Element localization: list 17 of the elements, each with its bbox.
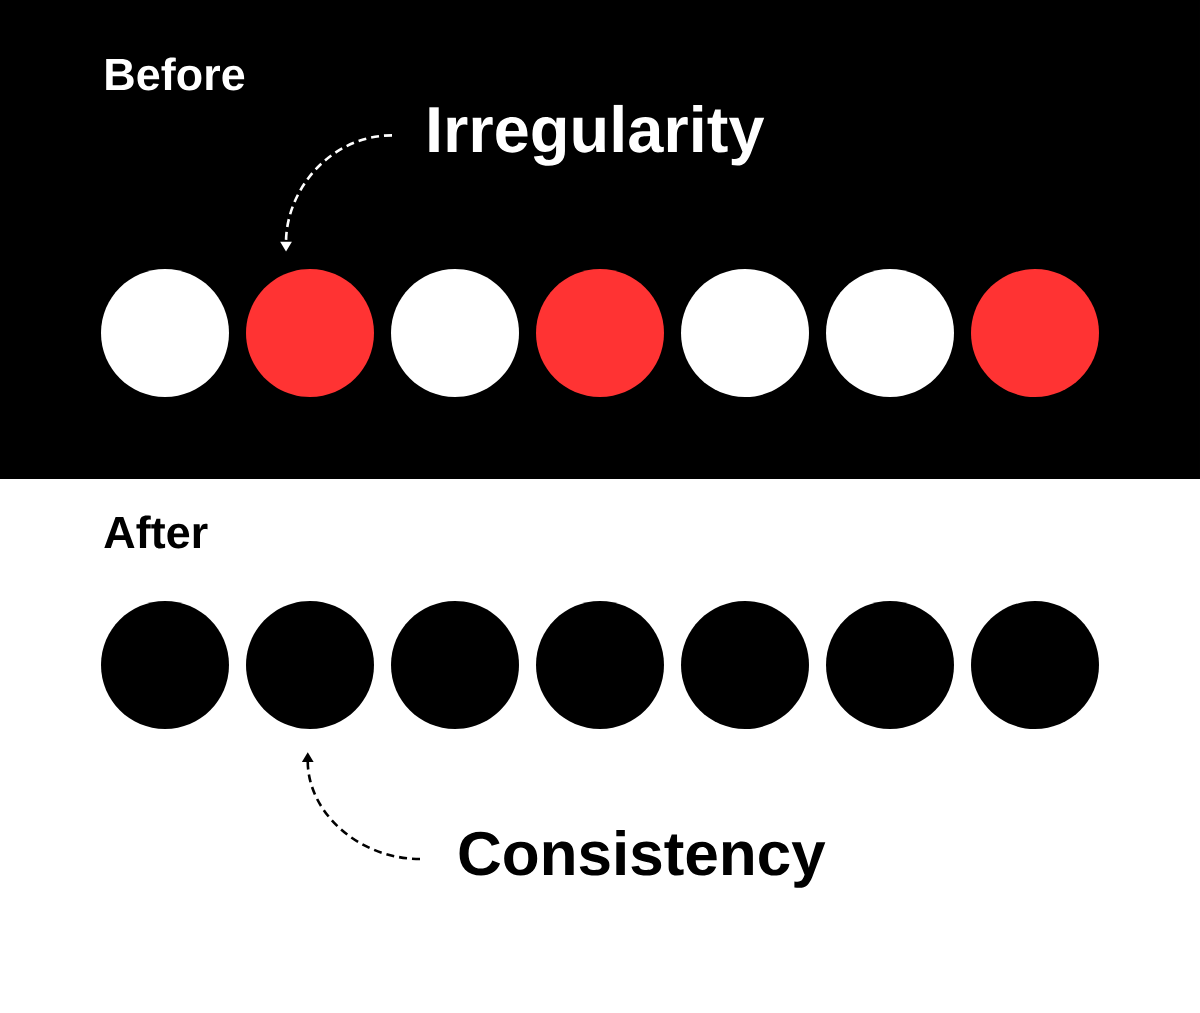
circle bbox=[101, 601, 229, 729]
circle bbox=[971, 601, 1099, 729]
circle bbox=[681, 269, 809, 397]
circle bbox=[246, 601, 374, 729]
section-heading: After bbox=[104, 515, 208, 549]
circle bbox=[826, 269, 954, 397]
circle bbox=[391, 601, 519, 729]
callout-label: Irregularity bbox=[429, 104, 765, 166]
callout-label: Consistency bbox=[459, 830, 826, 888]
circle bbox=[246, 269, 374, 397]
circle bbox=[971, 269, 1099, 397]
circle bbox=[681, 601, 809, 729]
circle bbox=[536, 601, 664, 729]
circle bbox=[826, 601, 954, 729]
circle bbox=[391, 269, 519, 397]
circle bbox=[536, 269, 664, 397]
circle bbox=[101, 269, 229, 397]
